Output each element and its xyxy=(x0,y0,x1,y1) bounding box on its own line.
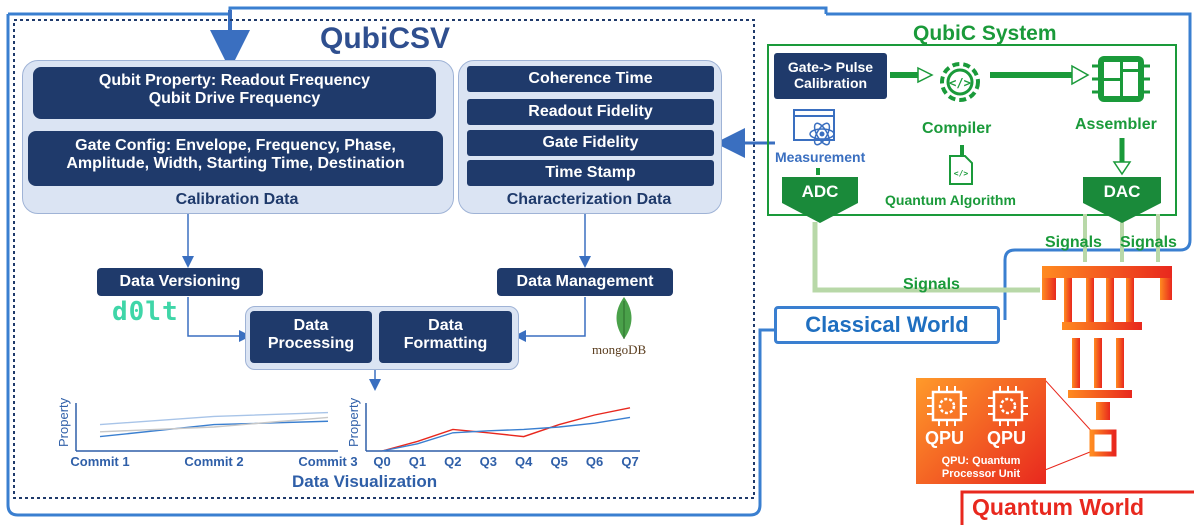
adc-label: ADC xyxy=(801,182,839,201)
x-tick-label: Commit 2 xyxy=(184,454,243,469)
y-axis-label: Property xyxy=(346,397,361,447)
signals-label-left: Signals xyxy=(1045,234,1102,251)
qpu-chip-icon-2 xyxy=(988,386,1028,426)
dolt-logo: d0lt xyxy=(112,297,179,327)
classical-world-label: Classical World xyxy=(774,306,1000,344)
qubicsv-title: QubiCSV xyxy=(320,22,451,55)
qubic-system-title: QubiC System xyxy=(913,22,1057,45)
data-processing-line1: Data xyxy=(293,317,329,334)
dilution-refrigerator-icon xyxy=(1042,266,1172,457)
signals-label-right: Signals xyxy=(1120,234,1177,251)
x-tick-label: Q7 xyxy=(621,454,638,469)
qpu-caption: QPU: Quantum Processor Unit xyxy=(916,455,1046,481)
x-tick-label: Q4 xyxy=(515,454,533,469)
x-tick-label: Commit 1 xyxy=(70,454,129,469)
adc-block xyxy=(782,177,858,223)
x-tick-label: Commit 3 xyxy=(298,454,357,469)
qpu-chip-icon-1 xyxy=(927,386,967,426)
x-tick-label: Q2 xyxy=(444,454,461,469)
compiler-label: Compiler xyxy=(922,120,992,137)
qubit-property-box: Qubit Property: Readout Frequency Qubit … xyxy=(33,67,436,119)
dac-label: DAC xyxy=(1103,182,1141,201)
measurement-label: Measurement xyxy=(775,149,866,165)
x-tick-label: Q1 xyxy=(409,454,426,469)
gate-config-line2: Amplitude, Width, Starting Time, Destina… xyxy=(66,155,405,172)
data-processing-box: Data Processing xyxy=(250,311,372,363)
series-line-1 xyxy=(381,416,631,452)
mongodb-logo-text: mongoDB xyxy=(592,342,647,357)
calibration-data-label: Calibration Data xyxy=(175,191,299,208)
coherence-time-box: Coherence Time xyxy=(467,66,714,92)
measurement-atom-icon xyxy=(793,109,835,146)
qpu-caption-line1: QPU: Quantum xyxy=(941,455,1021,467)
qubit-property-line1: Qubit Property: Readout Frequency xyxy=(98,72,371,89)
data-formatting-line2: Formatting xyxy=(403,335,488,352)
readout-fidelity-box: Readout Fidelity xyxy=(467,99,714,125)
data-formatting-line1: Data xyxy=(428,317,463,334)
svg-text:</>: </> xyxy=(949,76,971,90)
data-formatting-box: Data Formatting xyxy=(379,311,512,363)
signals-label-bottom: Signals xyxy=(903,276,960,293)
dac-block xyxy=(1083,177,1161,223)
x-tick-label: Q3 xyxy=(480,454,497,469)
svg-text:</>: </> xyxy=(954,169,969,178)
x-tick-label: Q6 xyxy=(586,454,603,469)
quantum-algorithm-label: Quantum Algorithm xyxy=(885,192,1016,208)
series-line-0 xyxy=(381,407,631,452)
y-axis-label: Property xyxy=(56,397,71,447)
data-management-box: Data Management xyxy=(497,268,673,296)
gate-pulse-calibration-box: Gate-> Pulse Calibration xyxy=(774,53,887,99)
qpu-label-2: QPU xyxy=(987,428,1027,448)
qubit-property-line2: Qubit Drive Frequency xyxy=(148,90,321,107)
qpu-block xyxy=(916,378,1046,484)
data-visualization-label: Data Visualization xyxy=(292,472,438,491)
mongodb-leaf-icon xyxy=(616,297,632,339)
series-line-1 xyxy=(99,420,329,438)
data-versioning-box: Data Versioning xyxy=(97,268,263,296)
characterization-data-label: Characterization Data xyxy=(506,191,672,208)
gate-config-box: Gate Config: Envelope, Frequency, Phase,… xyxy=(28,131,443,186)
gate-pulse-line1: Gate-> Pulse xyxy=(787,59,874,75)
x-tick-label: Q5 xyxy=(550,454,567,469)
assembler-label: Assembler xyxy=(1075,116,1157,133)
algorithm-file-icon: </> xyxy=(949,155,973,185)
gate-pulse-line2: Calibration xyxy=(793,75,868,91)
quantum-world-label: Quantum World xyxy=(972,494,1145,520)
qpu-label-1: QPU xyxy=(925,428,965,448)
gate-config-line1: Gate Config: Envelope, Frequency, Phase, xyxy=(75,137,396,154)
qpu-caption-line2: Processor Unit xyxy=(941,468,1021,480)
assembler-chip-icon xyxy=(1092,56,1150,102)
data-processing-line2: Processing xyxy=(267,335,355,352)
compiler-gear-icon: </> xyxy=(940,62,980,102)
series-line-0 xyxy=(99,411,329,426)
gate-fidelity-box: Gate Fidelity xyxy=(467,130,714,156)
x-tick-label: Q0 xyxy=(373,454,390,469)
time-stamp-box: Time Stamp xyxy=(467,160,714,186)
series-line-2 xyxy=(99,416,329,433)
